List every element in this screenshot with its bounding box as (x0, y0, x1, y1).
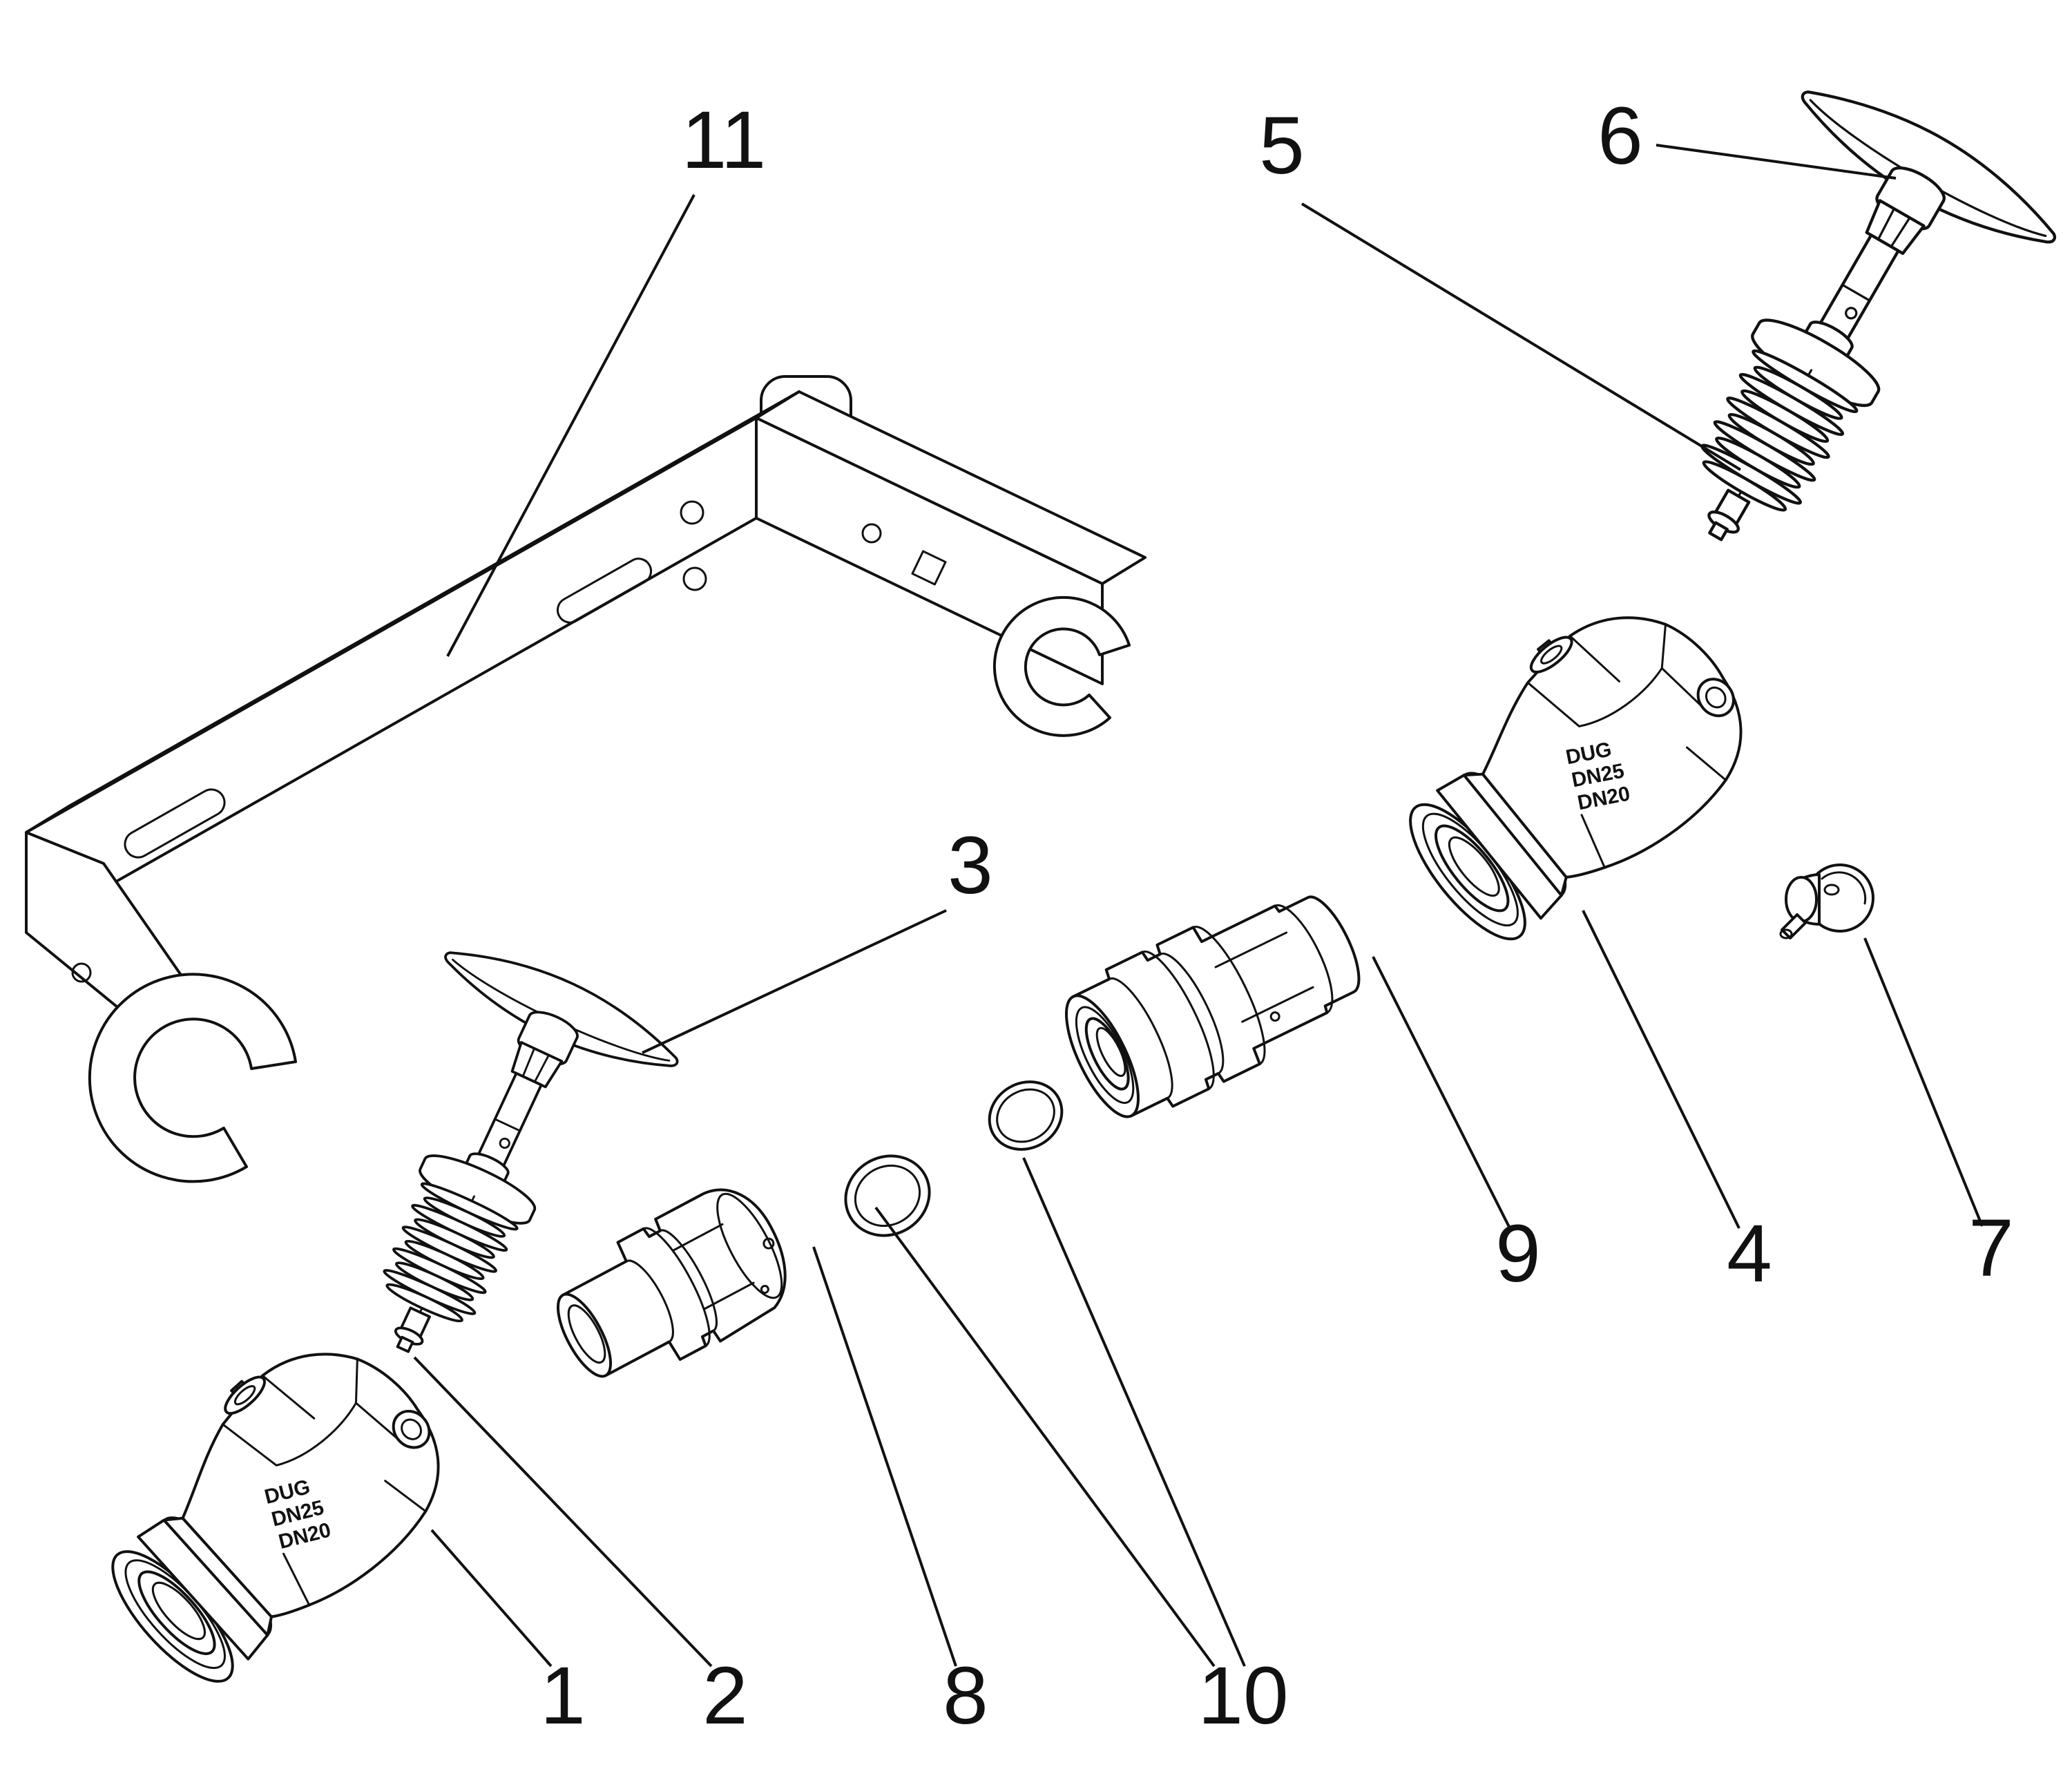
leader-line-10 (874, 1206, 1216, 1668)
part-label-1: 1 (540, 1650, 586, 1741)
part-label-7: 7 (1968, 1203, 2014, 1294)
leader-line-8 (812, 1246, 957, 1667)
bracket-face-left (25, 417, 758, 934)
leader-line-3 (642, 909, 947, 1054)
part-label-10: 10 (1198, 1650, 1288, 1741)
mounting-bracket (25, 375, 1147, 1183)
part-label-5: 5 (1259, 100, 1305, 191)
leader-line-10 (1022, 1157, 1246, 1667)
bracket-left-fork-clip (88, 973, 297, 1183)
bracket-hole (861, 523, 882, 544)
leader-line-7 (1863, 937, 1984, 1227)
part-label-9: 9 (1495, 1208, 1541, 1299)
drain-fitting-spout (1781, 913, 1807, 939)
o-ring-1 (844, 1154, 931, 1237)
part-label-3: 3 (948, 820, 993, 911)
coupling (1064, 895, 1361, 1118)
bracket-square-hole (911, 550, 947, 586)
leader-line-11 (446, 194, 696, 657)
bracket-right-fork-clip (992, 595, 1131, 737)
straight-fitting (556, 1188, 787, 1378)
bracket-hole (71, 962, 92, 983)
pipe-end (556, 1292, 613, 1378)
callout-layer: 11 5 6 3 9 4 7 1 2 8 10 (413, 90, 2014, 1741)
part-label-6: 6 (1598, 90, 1643, 182)
part-label-8: 8 (943, 1650, 988, 1741)
drain-fitting-collar (1785, 876, 1818, 923)
part-label-4: 4 (1727, 1208, 1772, 1299)
leader-line-9 (1372, 956, 1511, 1229)
o-ring-2 (988, 1080, 1064, 1151)
part-label-11: 11 (682, 95, 767, 186)
leader-line-5 (1301, 202, 1742, 471)
leader-line-2 (413, 1356, 713, 1668)
valve-body-right (1361, 567, 1782, 969)
part-label-2: 2 (702, 1650, 748, 1741)
stem-assembly-right (1590, 67, 2070, 609)
leader-line-6 (1656, 144, 1897, 180)
bracket-hole (680, 500, 704, 525)
leader-line-4 (1582, 910, 1740, 1229)
drain-fitting (1779, 863, 1874, 939)
valve-body-left (62, 1304, 480, 1712)
bracket-slot (556, 557, 653, 624)
bracket-slot (124, 788, 226, 859)
bracket-hole (682, 566, 707, 591)
leader-line-1 (430, 1529, 553, 1668)
